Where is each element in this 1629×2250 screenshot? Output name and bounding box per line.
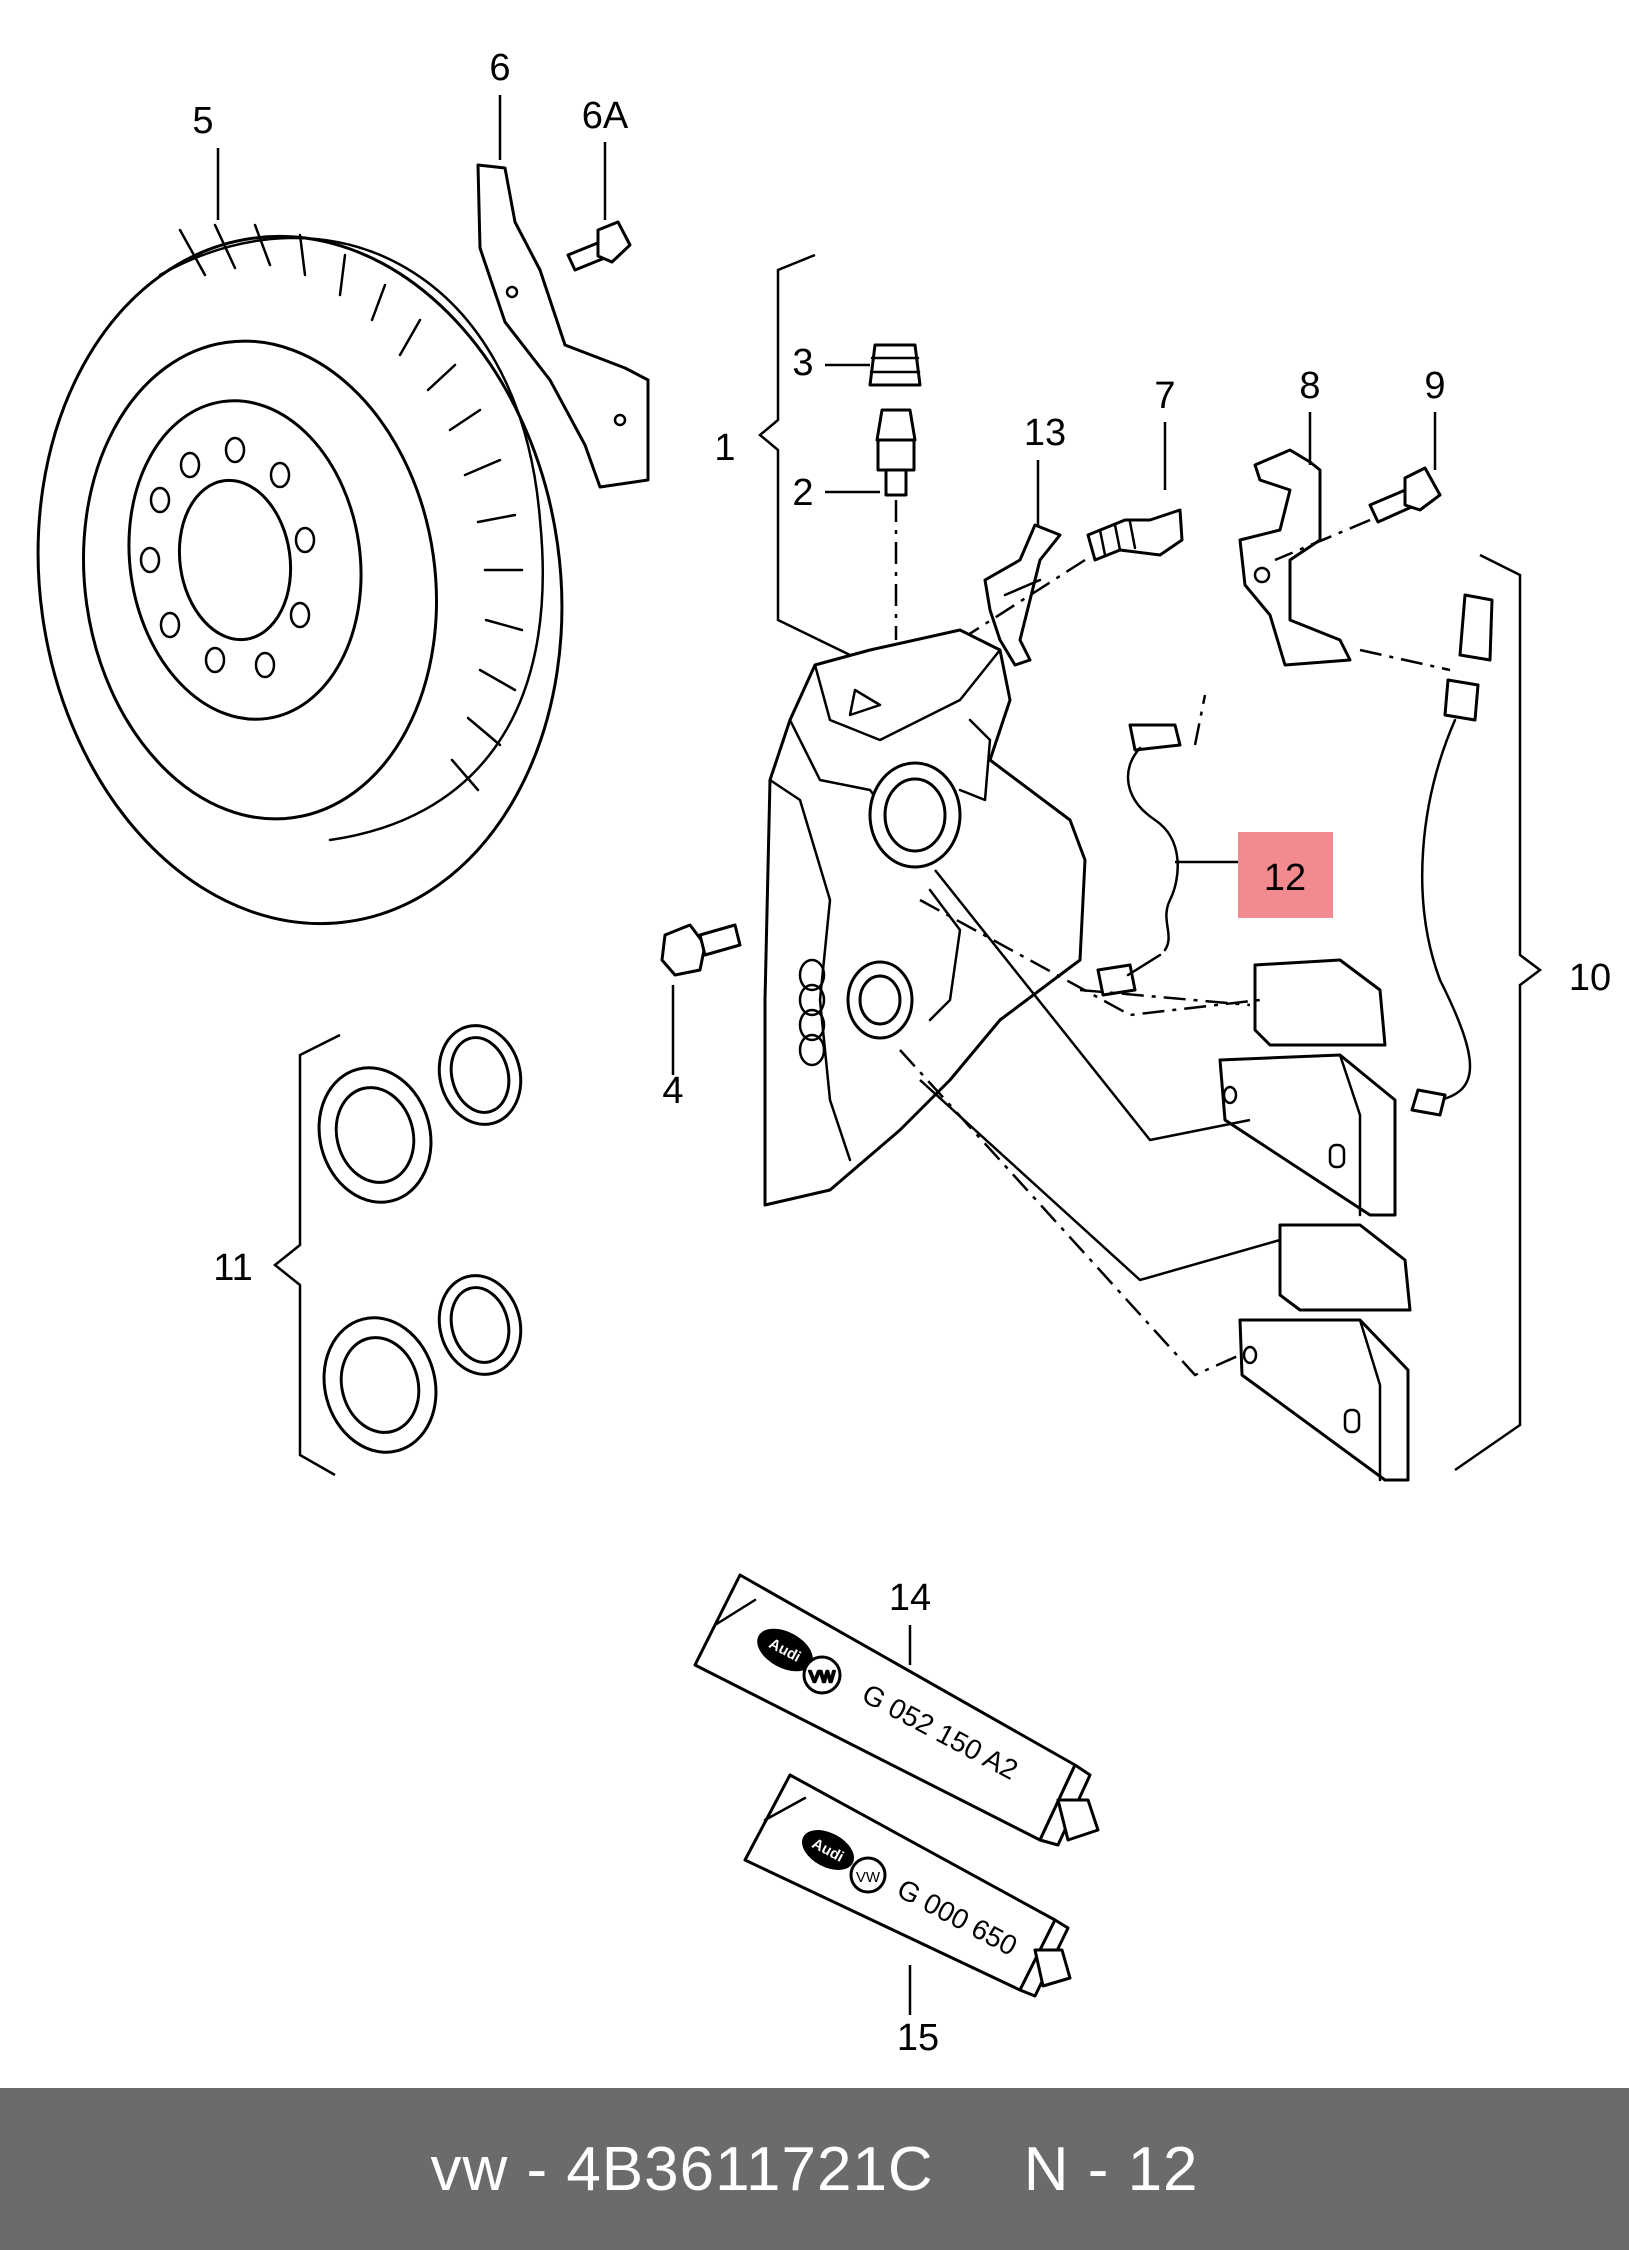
callout-12: 12 bbox=[1264, 857, 1306, 899]
brake-disc bbox=[36, 223, 564, 926]
brake-pad-upper bbox=[1218, 958, 1397, 1217]
guide-bolt-7 bbox=[1086, 508, 1184, 562]
callout-13: 13 bbox=[1024, 412, 1066, 454]
callout-14: 14 bbox=[889, 1577, 931, 1619]
callout-8: 8 bbox=[1299, 365, 1320, 407]
callout-6: 6 bbox=[489, 47, 510, 89]
sensor-bracket bbox=[1238, 448, 1352, 667]
callout-9: 9 bbox=[1424, 365, 1445, 407]
parts-diagram: 5 6 6A 1 3 2 13 7 bbox=[36, 47, 1611, 2059]
callout-5: 5 bbox=[192, 100, 213, 142]
piston-seal-set-lower bbox=[322, 1274, 523, 1454]
wear-sensor-long bbox=[1410, 593, 1494, 1117]
audi-logo-14 bbox=[757, 1628, 813, 1672]
callout-1: 1 bbox=[714, 427, 735, 469]
callout-7: 7 bbox=[1154, 375, 1175, 417]
bolt-9 bbox=[1368, 466, 1442, 524]
callout-6a: 6A bbox=[582, 95, 629, 137]
callout-15: 15 bbox=[897, 2017, 939, 2059]
audi-logo-15 bbox=[802, 1830, 854, 1870]
splash-plate bbox=[476, 163, 650, 489]
part-number: vw - 4B3611721C bbox=[430, 2134, 934, 2204]
dust-cap bbox=[868, 343, 922, 387]
bolt-6a bbox=[566, 220, 632, 272]
brand-vw-14: VW bbox=[809, 1669, 836, 1686]
spring-clip bbox=[983, 523, 1062, 667]
brand-vw-15: VW bbox=[856, 1869, 881, 1886]
callout-2: 2 bbox=[792, 472, 813, 514]
bleeder-valve bbox=[875, 408, 917, 497]
bolt-4 bbox=[660, 923, 742, 977]
callout-11: 11 bbox=[213, 1247, 252, 1289]
callout-10: 10 bbox=[1569, 957, 1611, 999]
grease-tube-14: Audi VW G 052 150 A2 bbox=[693, 1573, 1100, 1847]
piston-seal-set-upper bbox=[317, 1024, 523, 1204]
part-number-footer: vw - 4B3611721C N - 12 bbox=[0, 2088, 1629, 2250]
callout-3: 3 bbox=[792, 342, 813, 384]
highlight-12 bbox=[1238, 832, 1333, 918]
reference-number: N - 12 bbox=[1023, 2134, 1199, 2204]
callout-4: 4 bbox=[662, 1070, 683, 1112]
wear-sensor-short bbox=[1096, 723, 1182, 997]
brake-pad-lower bbox=[1238, 1223, 1412, 1482]
grease-tube-15: Audi VW G 000 650 bbox=[743, 1773, 1072, 1998]
brake-caliper bbox=[763, 628, 1087, 1207]
